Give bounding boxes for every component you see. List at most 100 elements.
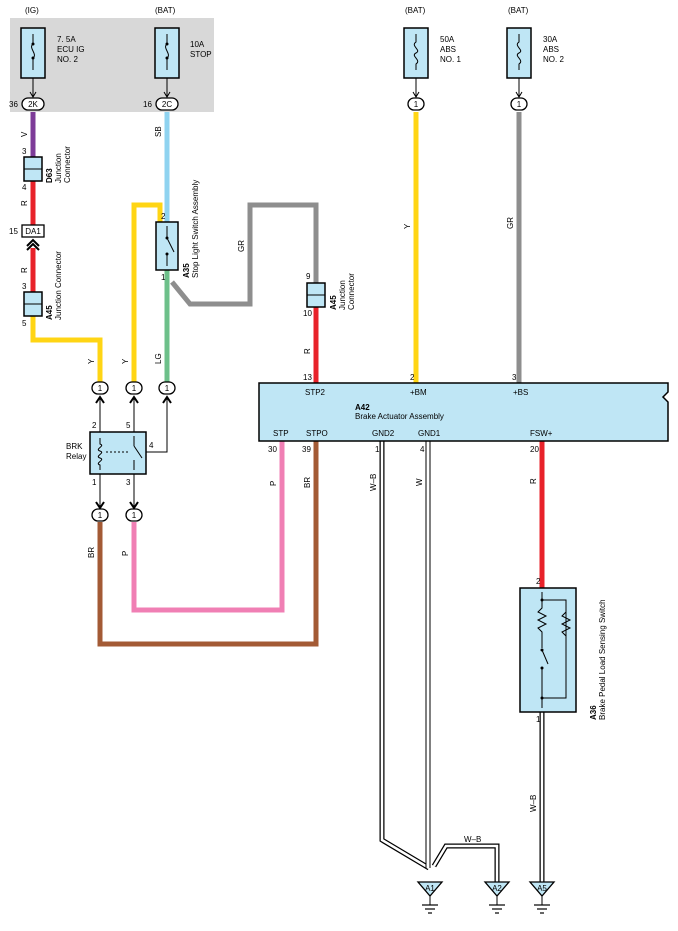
svg-text:2C: 2C: [162, 100, 172, 109]
label-wb-3: W–B: [529, 795, 538, 812]
svg-text:2K: 2K: [28, 100, 38, 109]
label-y-2: Y: [121, 358, 130, 364]
connector-da1: DA1: [21, 224, 45, 251]
d63-name-1: Junction: [54, 153, 63, 183]
fuse-stop-name: STOP: [190, 50, 212, 59]
fuse-ecu-ig-rating: 7. 5A: [57, 35, 76, 44]
label-r-2: R: [20, 267, 29, 273]
fuse-stop-rating: 10A: [190, 40, 205, 49]
a42-pin-2: 2: [410, 373, 415, 382]
relay-lead-3: [146, 398, 168, 453]
wire-p: [131, 441, 285, 613]
fuse-abs-2: [506, 27, 532, 98]
pin-16: 16: [143, 100, 152, 109]
fuse-abs2-number: NO. 2: [543, 55, 564, 64]
label-r-1: R: [20, 200, 29, 206]
fuse-abs2-rating: 30A: [543, 35, 558, 44]
a45-right-pin-top: 9: [306, 272, 311, 281]
power-label-ig: (IG): [25, 6, 39, 15]
relay-name-1: BRK: [66, 442, 83, 451]
a36-name: Brake Pedal Load Sensing Switch: [598, 599, 607, 720]
ground-a2: A2: [483, 881, 511, 914]
power-label-bat-1: (BAT): [155, 6, 176, 15]
wire-br: [97, 441, 319, 647]
a35-pin-top: 2: [161, 212, 166, 221]
a35-code: A35: [182, 263, 191, 278]
connector-2c: 2C: [155, 97, 179, 111]
svg-text:1: 1: [98, 511, 103, 520]
svg-text:1: 1: [132, 384, 137, 393]
a42-pin-1: 1: [375, 445, 380, 454]
connector-abs2: 1: [510, 97, 528, 111]
relay-conn-in-right: 1: [158, 381, 176, 404]
wire-y-a45-relay: [30, 316, 103, 382]
a42-gnd1: GND1: [418, 429, 441, 438]
label-gr-1: GR: [237, 240, 246, 252]
brake-actuator-a42: [258, 382, 669, 442]
wire-gr: [170, 202, 319, 307]
a42-stp2: STP2: [305, 388, 326, 397]
a42-name: Brake Actuator Assembly: [355, 412, 444, 421]
fuse-abs-1: [403, 27, 429, 98]
junction-connector-d63: [23, 156, 43, 182]
relay-conn-out-left: 1: [91, 501, 109, 522]
a35-name: Stop Light Switch Assembly: [191, 180, 200, 278]
fuse-abs1-rating: 50A: [440, 35, 455, 44]
pin-36: 36: [9, 100, 18, 109]
a35-pin-bottom: 1: [161, 273, 166, 282]
a42-pin-20: 20: [530, 445, 539, 454]
fuse-abs2-name: ABS: [543, 45, 559, 54]
brake-pedal-load-switch-a36: [519, 587, 577, 713]
label-r-4: R: [529, 478, 538, 484]
relay-conn-out-right: 1: [125, 501, 143, 522]
power-label-bat-3: (BAT): [508, 6, 529, 15]
relay-pin-5: 5: [126, 421, 131, 430]
d63-name-2: Connector: [63, 146, 72, 183]
wire-wb-gnd2: [379, 441, 431, 871]
wires: [30, 112, 545, 882]
fuse-abs1-name: ABS: [440, 45, 456, 54]
fuse-stop: [154, 27, 180, 98]
wire-wb-branch-core: [432, 844, 499, 882]
a36-pin-bottom: 1: [536, 715, 541, 724]
a42-bm: +BM: [410, 388, 427, 397]
label-wb-2: W–B: [464, 835, 481, 844]
junction-connector-a45-right: [306, 282, 326, 308]
wire-y-a35-relay: [131, 202, 163, 382]
wire-wb-gnd2-core: [380, 441, 430, 870]
junction-connector-a45-left: [23, 291, 43, 317]
label-wb-1: W–B: [369, 474, 378, 491]
svg-text:1: 1: [414, 100, 419, 109]
a42-pin-39: 39: [302, 445, 311, 454]
connector-2k: 2K: [21, 97, 45, 111]
label-v: V: [20, 131, 29, 137]
relay-conn-in-left: 1: [91, 381, 109, 404]
ground-a5: A5: [528, 881, 556, 914]
relay-pin-4: 4: [149, 441, 154, 450]
fuse-ecu-ig-name: ECU IG: [57, 45, 85, 54]
a42-fsw: FSW+: [530, 429, 553, 438]
fuse-ecu-ig-number: NO. 2: [57, 55, 78, 64]
d63-pin-top: 3: [22, 147, 27, 156]
d63-pin-bottom: 4: [22, 183, 27, 192]
a45-left-pin-top: 3: [22, 282, 27, 291]
svg-text:DA1: DA1: [25, 227, 41, 236]
svg-text:1: 1: [98, 384, 103, 393]
label-p-1: P: [269, 481, 278, 486]
a42-pin-30: 30: [268, 445, 277, 454]
a45-left-code: A45: [45, 305, 54, 320]
label-r-3: R: [303, 348, 312, 354]
a45-right-code: A45: [329, 295, 338, 310]
da1-pin: 15: [9, 227, 18, 236]
label-y-3: Y: [403, 223, 412, 229]
fuse-ecu-ig: [20, 27, 46, 98]
a42-bs: +BS: [513, 388, 528, 397]
a36-code: A36: [589, 705, 598, 720]
svg-text:1: 1: [165, 384, 170, 393]
a42-stp: STP: [273, 429, 289, 438]
brk-relay: [89, 431, 147, 475]
ground-a1: A1: [416, 881, 444, 914]
a45-right-name-1: Junction: [338, 280, 347, 310]
svg-text:1: 1: [517, 100, 522, 109]
a42-code: A42: [355, 403, 370, 412]
